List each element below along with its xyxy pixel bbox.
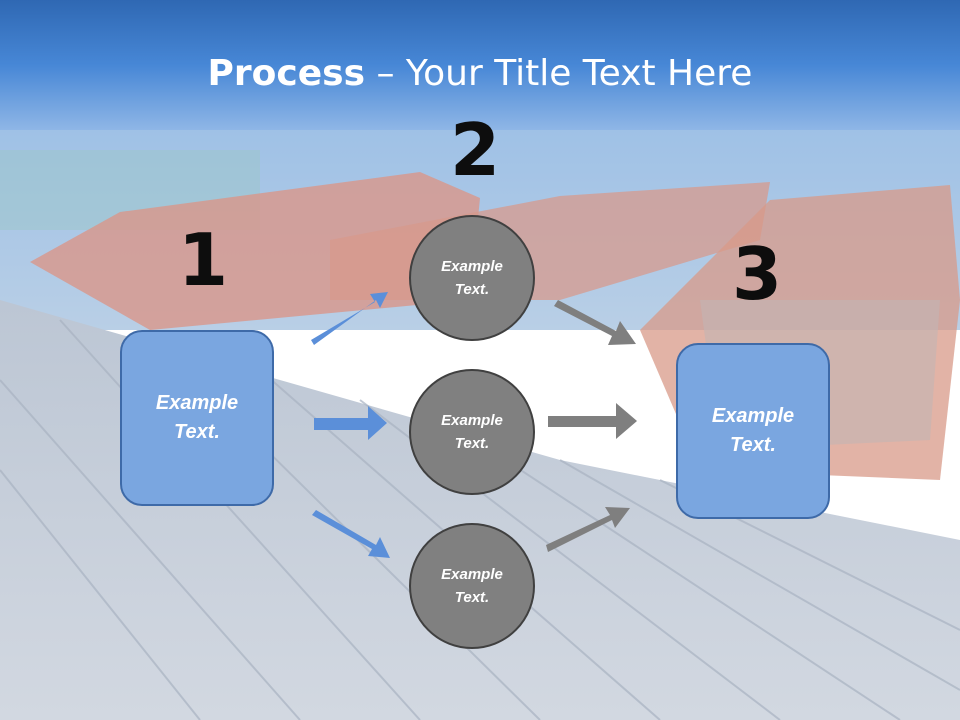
title-bold: Process — [207, 53, 366, 94]
title-rest: – Your Title Text Here — [365, 53, 753, 94]
left-step-box: Example Text. — [120, 330, 274, 506]
right-step-box: Example Text. — [676, 343, 830, 519]
gray-arrow-down — [554, 300, 636, 345]
slide-title: Process – Your Title Text Here — [0, 52, 960, 96]
left-step-text: Example Text. — [155, 392, 239, 443]
circle-bottom-text: Example Text. — [441, 566, 503, 606]
circle-middle-text: Example Text. — [441, 412, 503, 452]
step-number-3: 3 — [732, 232, 783, 316]
gray-arrow-up — [546, 507, 630, 552]
right-step-text: Example Text. — [711, 405, 795, 456]
circle-step-middle: Example Text. — [409, 369, 535, 495]
blue-arrow-right — [314, 406, 387, 440]
step-number-1: 1 — [178, 218, 229, 302]
blue-arrow-up — [311, 292, 388, 345]
circle-step-top: Example Text. — [409, 215, 535, 341]
blue-arrow-down — [312, 510, 390, 558]
gray-arrow-right — [548, 403, 637, 439]
circle-top-text: Example Text. — [441, 258, 503, 298]
step-number-2: 2 — [450, 108, 501, 192]
circle-step-bottom: Example Text. — [409, 523, 535, 649]
